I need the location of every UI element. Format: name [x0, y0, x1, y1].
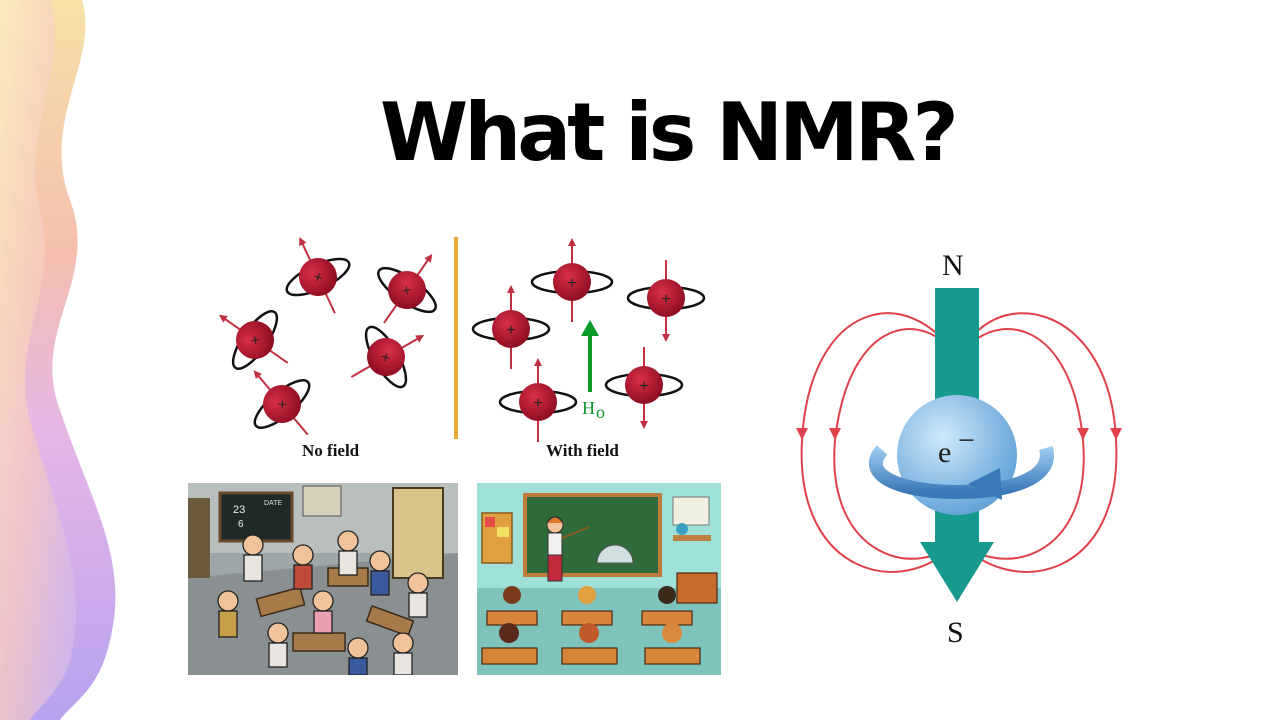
south-pole-label: S [947, 616, 964, 649]
chaotic-classroom-image: 23 6 DATE [188, 483, 458, 675]
decorative-wave [0, 0, 116, 720]
field-label: H [582, 398, 595, 418]
orderly-classroom-image [477, 483, 721, 675]
electron-charge: − [958, 424, 975, 457]
svg-text:+: + [639, 378, 648, 395]
no-field-caption: No field [302, 441, 360, 460]
north-pole-label: N [942, 249, 964, 282]
chalkboard-number-1: 23 [233, 504, 245, 516]
rotation-arrow [868, 445, 1054, 500]
aligned-spins: + + + + [471, 238, 706, 442]
svg-text:+: + [567, 275, 576, 292]
svg-text:+: + [661, 291, 670, 308]
electron-magnetic-dipole-figure: N S e − [796, 249, 1122, 649]
electron-label: e [938, 436, 951, 469]
with-field-caption: With field [546, 441, 619, 460]
figure-divider [454, 237, 458, 439]
chalkboard-number-2: 6 [238, 519, 244, 530]
chalkboard-date: DATE [264, 500, 282, 507]
nuclear-spin-figure: × × × × [218, 237, 706, 460]
slide-title: What is NMR? [380, 86, 959, 179]
magnetic-field-arrow [581, 320, 599, 392]
random-spins: × × × × [218, 237, 437, 436]
svg-text:+: + [533, 395, 542, 412]
field-subscript: o [596, 402, 605, 422]
svg-text:+: + [506, 322, 515, 339]
